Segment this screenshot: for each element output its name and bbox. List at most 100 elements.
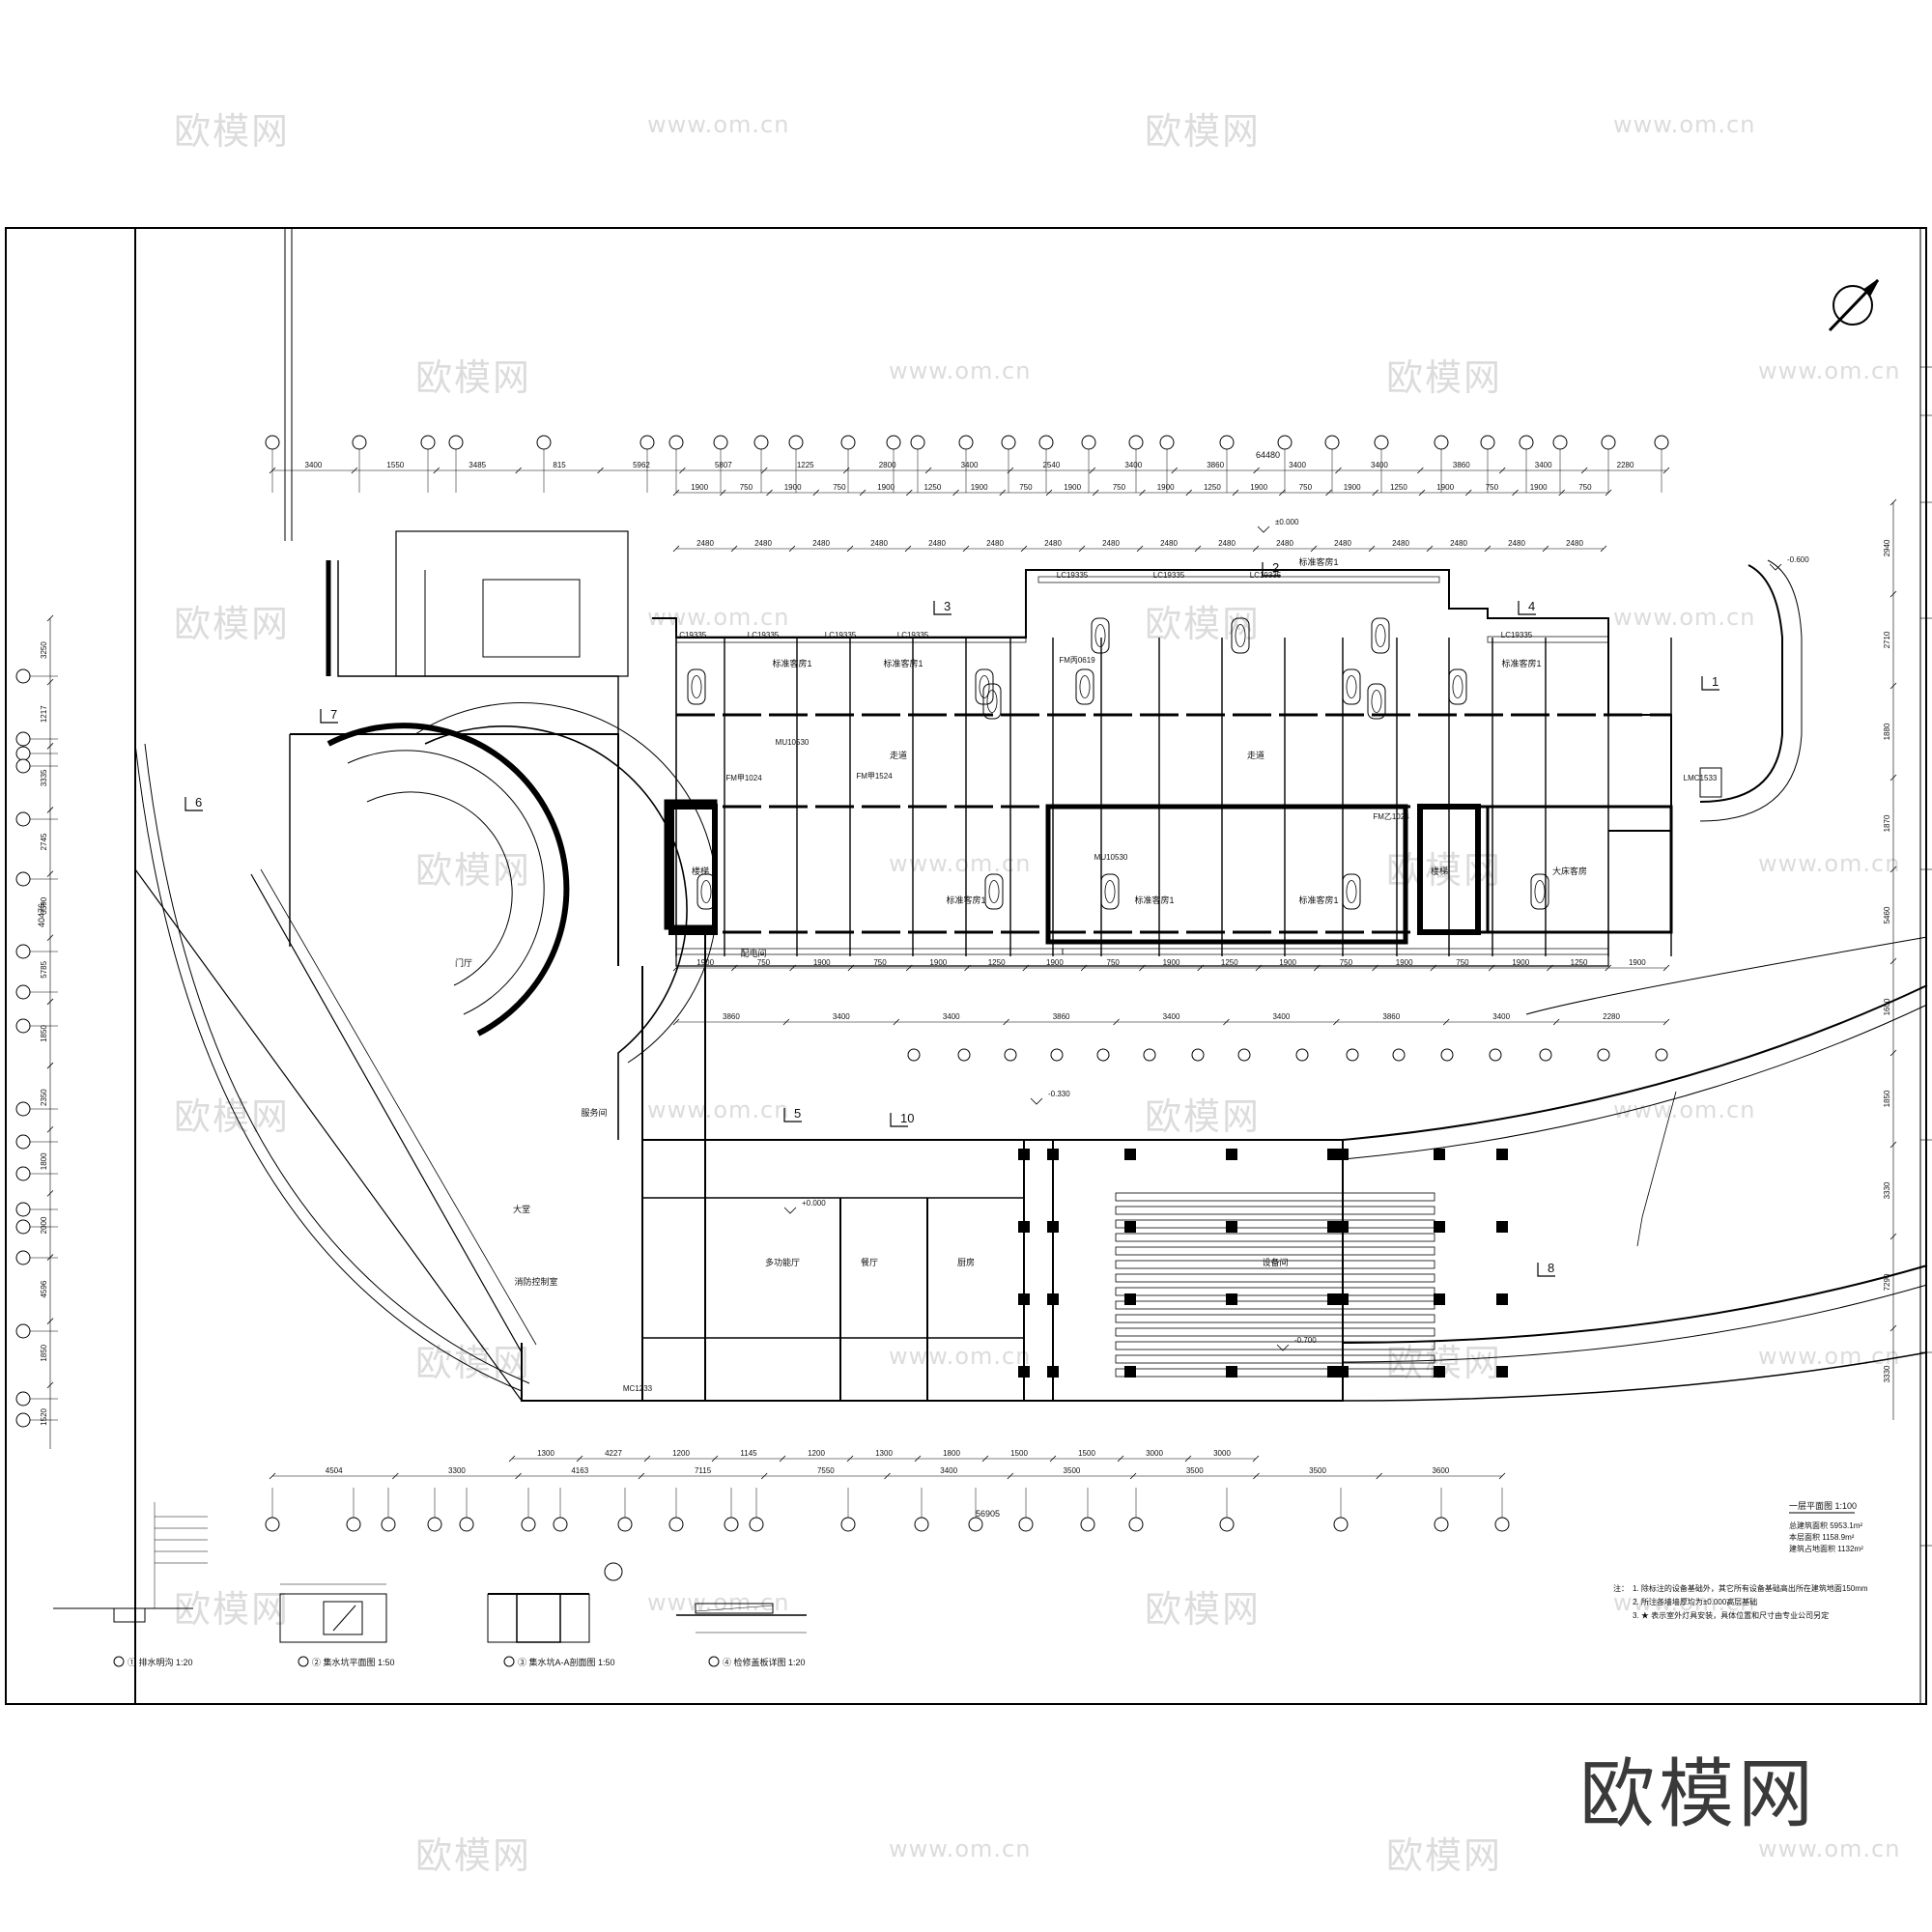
dimension-label: 3300	[448, 1466, 466, 1475]
axis-bubble	[1552, 435, 1568, 450]
dimension-tick	[576, 1455, 583, 1463]
dimension-label: 750	[1019, 483, 1033, 492]
watermark-brand: 欧模网	[415, 1342, 532, 1384]
dimension-tick	[1117, 1455, 1124, 1463]
brand-logo: 欧模网	[1579, 1751, 1818, 1838]
dimension-label: 1900	[1344, 483, 1361, 492]
overall-dim-bottom: 56905	[976, 1509, 1000, 1519]
axis-bubble	[788, 435, 804, 450]
dimension-tick	[515, 467, 522, 474]
dimension-tick	[1129, 1472, 1137, 1480]
axis-bubble	[553, 1517, 568, 1532]
curve	[327, 723, 570, 1037]
axis-bubble	[265, 435, 280, 450]
curve	[250, 873, 523, 1353]
axis-bubble	[427, 1517, 442, 1532]
dimension-label: 1900	[1512, 958, 1529, 967]
column	[1496, 1293, 1508, 1305]
level-value: -0.700	[1294, 1336, 1317, 1345]
axis-bubble	[448, 435, 464, 450]
axis-bubble	[1434, 435, 1449, 450]
dimension-label: 750	[1456, 958, 1469, 967]
curve	[1699, 564, 1783, 803]
window-strip	[675, 948, 1064, 955]
dimension-label: 1250	[1571, 958, 1588, 967]
dimension-label: 1500	[1010, 1449, 1028, 1458]
watermark-url: www.om.cn	[1758, 1835, 1901, 1862]
column	[1327, 1293, 1339, 1305]
dimension-tick	[1889, 1233, 1897, 1240]
dimension-label: 750	[1340, 958, 1353, 967]
ramp-steps	[1699, 767, 1722, 798]
dimension-tick	[812, 489, 820, 497]
dimension-label: 1250	[1221, 958, 1238, 967]
axis-bubble	[265, 1517, 280, 1532]
dimension-tick	[1368, 545, 1376, 553]
bathtub-basin	[1371, 690, 1382, 713]
plan-title: 一层平面图 1:100	[1789, 1501, 1857, 1511]
building-walls	[289, 530, 1673, 1402]
curve	[347, 750, 545, 1015]
column	[1226, 1221, 1237, 1233]
dimension-label: 750	[833, 483, 846, 492]
dimension-label: 1900	[813, 958, 831, 967]
dimension-label: 1900	[1064, 483, 1081, 492]
dimension-label: 1300	[875, 1449, 893, 1458]
detail-drain-ditch	[53, 1502, 208, 1667]
dimension-tick	[1049, 1455, 1057, 1463]
dimension-tick	[782, 1018, 790, 1026]
room-label: 服务间	[581, 1107, 607, 1118]
dimension-tick	[1889, 774, 1897, 781]
column	[1018, 1366, 1030, 1378]
column	[1434, 1149, 1445, 1160]
dimension-label: 3860	[1207, 461, 1224, 469]
dimension-label: 750	[1486, 483, 1499, 492]
level-mark: ±0.000	[1257, 518, 1299, 533]
curve	[1342, 1264, 1928, 1344]
column	[1337, 1293, 1349, 1305]
section-bracket	[1537, 1263, 1555, 1277]
dimension-label: 1600	[1883, 998, 1891, 1015]
axis-bubble	[420, 435, 436, 450]
curve	[414, 702, 718, 1064]
axis-bubble	[968, 1517, 983, 1532]
dimension-tick	[1136, 545, 1144, 553]
dimension-tick	[952, 489, 959, 497]
dimension-label: 750	[740, 483, 753, 492]
door-window-tag: MU10530	[776, 738, 810, 747]
axis-bubble	[907, 1048, 921, 1062]
axis-bubble	[15, 1250, 31, 1265]
dimension-tick	[1113, 1018, 1120, 1026]
section-number: 5	[794, 1106, 801, 1121]
section-mark: 6	[185, 795, 203, 811]
dimension-label: 750	[1113, 483, 1126, 492]
axis-bubble	[1219, 435, 1235, 450]
detail-sump-plan	[279, 1583, 387, 1667]
dimension-tick	[269, 1472, 276, 1480]
level-value: -0.600	[1787, 555, 1809, 564]
dimension-label: 4596	[40, 1280, 48, 1297]
dimension-tick	[981, 1455, 989, 1463]
bathtub-basin	[1104, 880, 1116, 903]
dimension-label: 3400	[305, 461, 323, 469]
watermark-brand: 欧模网	[1386, 1834, 1503, 1877]
area-line-footprint: 建筑占地面积 1132m²	[1789, 1544, 1863, 1553]
level-value: ±0.000	[1275, 518, 1299, 526]
axis-bubble	[459, 1517, 474, 1532]
level-triangle	[1276, 1344, 1290, 1351]
bathtub-icon	[982, 683, 1002, 720]
watermark-brand: 欧模网	[174, 110, 291, 153]
watermark-url: www.om.cn	[1613, 1096, 1756, 1123]
dimension-label: 3860	[723, 1012, 740, 1021]
dimension-label: 3400	[833, 1012, 850, 1021]
door-window-tag: LC19335	[897, 631, 929, 639]
axis-bubble	[15, 758, 31, 774]
dimension-tick	[1310, 545, 1318, 553]
dimension-label: 5962	[633, 461, 650, 469]
dimension-label: 3500	[1186, 1466, 1204, 1475]
section-number: 6	[195, 795, 202, 810]
column	[1337, 1221, 1349, 1233]
room-label: 门厅	[455, 957, 472, 968]
dimension-tick	[46, 870, 54, 877]
dimension-label: 2280	[1603, 1012, 1620, 1021]
